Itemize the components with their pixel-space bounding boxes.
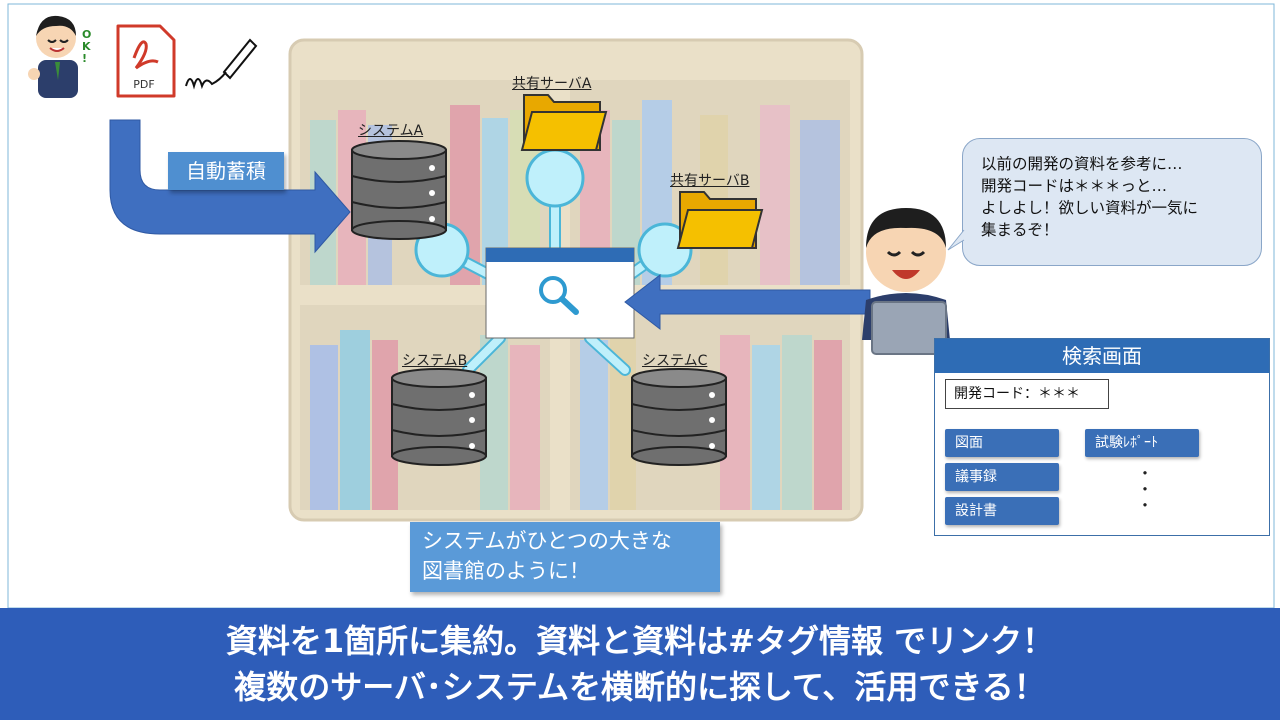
shared-server-a-label: 共有サーバA [512,76,592,92]
database-icon [391,368,487,466]
search-screen-panel: 検索画面 開発コード：＊＊＊ 図面 議事録 設計書 試験ﾚﾎﾟｰﾄ ・ ・ ・ [934,338,1270,536]
pdf-label: PDF [133,78,155,91]
network-node [525,148,585,208]
auto-accumulate-arrow [109,119,351,254]
central-search-window [485,247,635,339]
speech-line: よしよし！欲しい資料が一気に [981,199,1199,217]
search-input[interactable]: 開発コード：＊＊＊ [945,379,1109,409]
tag-button-drawing[interactable]: 図面 [945,429,1059,457]
folder-icon [676,191,764,249]
banner-line-1: 資料を1箇所に集約。資料と資料は#タグ情報 でリンク！ [225,622,1055,660]
tag-button-test-report[interactable]: 試験ﾚﾎﾟｰﾄ [1085,429,1199,457]
user-at-laptop-illustration [862,208,950,355]
summary-banner: 資料を1箇所に集約。資料と資料は#タグ情報 でリンク！ 複数のサーバ･システムを… [0,608,1280,720]
database-icon [631,368,727,466]
library-caption-line: システムがひとつの大きな [422,529,672,553]
banner-line-2: 複数のサーバ･システムを横断的に探して、活用できる！ [234,668,1046,706]
tag-button-minutes[interactable]: 議事録 [945,463,1059,491]
search-icon [539,276,567,304]
library-caption-line: 図書館のように！ [422,559,590,583]
shared-server-b-label: 共有サーバB [670,173,750,189]
speech-bubble-tail [947,229,965,251]
speech-bubble: 以前の開発の資料を参考に… 開発コードは＊＊＊っと… よしよし！欲しい資料が一気… [962,138,1262,266]
system-b-label: システムB [402,353,468,369]
speech-line: 開発コードは＊＊＊っと… [981,177,1168,195]
search-request-arrow [624,273,871,331]
system-c-label: システムC [642,353,708,369]
network-node [637,222,693,278]
library-caption: システムがひとつの大きな 図書館のように！ [410,522,720,592]
folder-icon [520,94,608,151]
speech-line: 集まるぞ！ [981,221,1059,239]
tag-button-design-doc[interactable]: 設計書 [945,497,1059,525]
auto-accumulate-label: 自動蓄積 [168,152,284,190]
ellipsis-dot: ・ [1137,480,1154,499]
ellipsis-dot: ・ [1137,496,1154,515]
ellipsis-dot: ・ [1137,464,1154,483]
system-a-label: システムA [358,123,424,139]
speech-line: 以前の開発の資料を参考に… [981,155,1183,173]
search-screen-title: 検索画面 [935,339,1269,373]
businessman-ok-illustration [28,15,78,98]
pdf-icon [116,24,176,98]
database-icon [351,140,447,240]
signature-icon [185,38,258,90]
